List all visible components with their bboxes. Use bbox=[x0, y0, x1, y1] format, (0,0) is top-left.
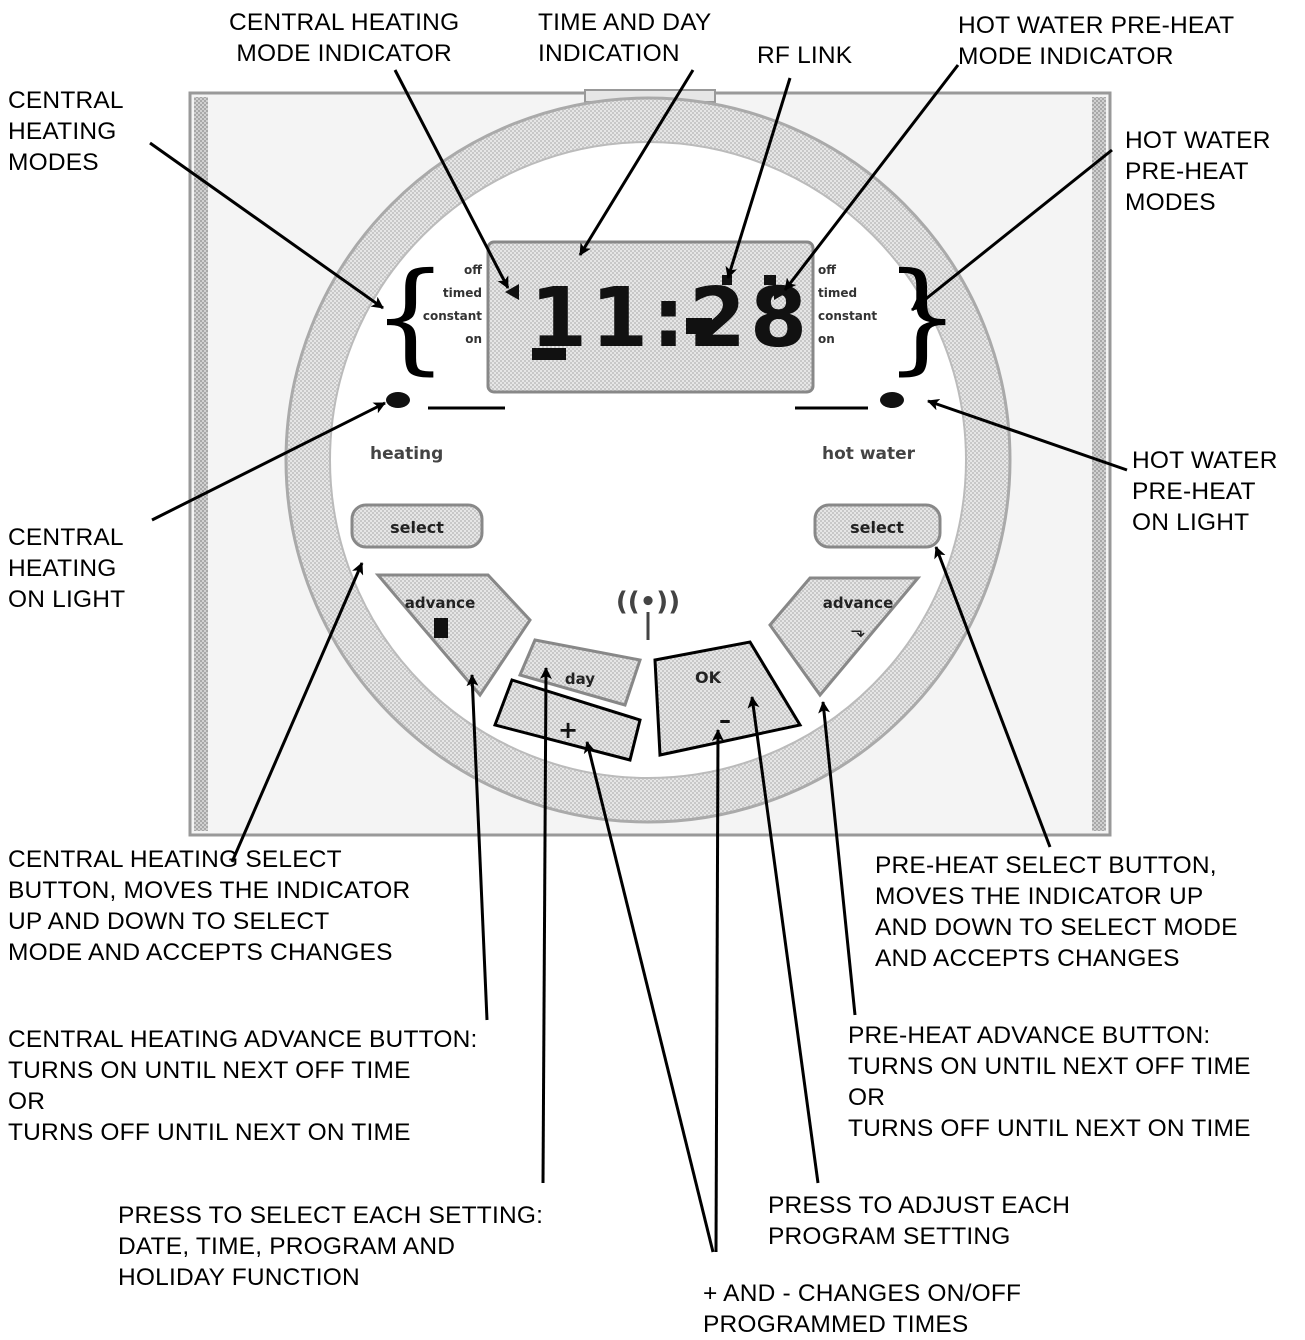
hw-select-button[interactable]: select bbox=[813, 503, 942, 549]
display-time: 11:28 bbox=[530, 271, 811, 366]
label-ch-modes: CENTRAL HEATING MODES bbox=[8, 87, 124, 176]
ch-select-button[interactable]: select bbox=[350, 503, 484, 549]
ch-mode-timed: timed bbox=[443, 286, 482, 300]
label-hw-on-light: HOT WATER PRE-HEAT ON LIGHT bbox=[1132, 447, 1278, 536]
hw-mode-off: off bbox=[818, 263, 836, 277]
rf-antenna-icon: ((•)) bbox=[616, 587, 680, 640]
hw-advance-button[interactable]: advance ⬎ bbox=[768, 576, 922, 698]
label-hw-modes: HOT WATER PRE-HEAT MODES bbox=[1125, 127, 1271, 216]
label-time-day: TIME AND DAY INDICATION bbox=[538, 9, 712, 67]
label-hw-select: PRE-HEAT SELECT BUTTON, MOVES THE INDICA… bbox=[875, 852, 1238, 972]
ok-label: OK bbox=[695, 668, 722, 687]
label-day-button: PRESS TO SELECT EACH SETTING: DATE, TIME… bbox=[118, 1202, 544, 1291]
hw-advance-icon: ⬎ bbox=[850, 621, 865, 641]
label-ok-button: PRESS TO ADJUST EACH PROGRAM SETTING bbox=[768, 1192, 1071, 1250]
label-ch-on-light: CENTRAL HEATING ON LIGHT bbox=[8, 524, 126, 613]
hw-modes-brace: } bbox=[884, 248, 960, 387]
rf-link-indicator bbox=[722, 275, 732, 285]
hw-advance-label: advance bbox=[823, 594, 894, 612]
heating-label: heating bbox=[370, 444, 443, 464]
label-ch-mode-indicator: CENTRAL HEATING MODE INDICATOR bbox=[229, 9, 460, 67]
minus-symbol: – bbox=[719, 706, 731, 734]
plus-symbol: + bbox=[558, 716, 578, 744]
hot-water-label: hot water bbox=[822, 444, 916, 464]
ch-advance-label: advance bbox=[405, 594, 476, 612]
day-indicator-bar bbox=[532, 348, 566, 360]
ch-select-label: select bbox=[390, 518, 444, 537]
hw-mode-timed: timed bbox=[818, 286, 857, 300]
display-segment bbox=[686, 318, 712, 334]
hw-mode-constant: constant bbox=[818, 309, 877, 323]
ch-mode-off: off bbox=[464, 263, 482, 277]
label-ch-advance: CENTRAL HEATING ADVANCE BUTTON: TURNS ON… bbox=[8, 1026, 478, 1146]
ch-mode-indicator-arrow bbox=[505, 284, 519, 300]
hw-mode-on: on bbox=[818, 332, 835, 346]
label-hw-advance: PRE-HEAT ADVANCE BUTTON: TURNS ON UNTIL … bbox=[848, 1022, 1251, 1142]
hw-select-label: select bbox=[850, 518, 904, 537]
ch-on-light bbox=[386, 392, 410, 408]
ch-advance-button[interactable]: advance bbox=[374, 573, 532, 698]
ch-mode-on: on bbox=[465, 332, 482, 346]
day-button-label: day bbox=[565, 670, 595, 688]
label-rf-link: RF LINK bbox=[757, 42, 853, 69]
label-ch-select: CENTRAL HEATING SELECT BUTTON, MOVES THE… bbox=[8, 846, 411, 966]
ch-modes-brace: { bbox=[372, 248, 448, 387]
ch-advance-icon bbox=[434, 618, 448, 638]
label-plus-minus: + AND - CHANGES ON/OFF PROGRAMMED TIMES bbox=[703, 1280, 1022, 1338]
hw-on-light bbox=[880, 392, 904, 408]
ch-mode-constant: constant bbox=[423, 309, 482, 323]
label-hw-mode-indicator: HOT WATER PRE-HEAT MODE INDICATOR bbox=[958, 12, 1235, 70]
day-button[interactable]: day bbox=[517, 638, 642, 707]
display-segment-small bbox=[764, 275, 776, 285]
lcd-display: 11:28 bbox=[486, 240, 815, 394]
hw-mode-indicator-arrow bbox=[774, 284, 788, 300]
